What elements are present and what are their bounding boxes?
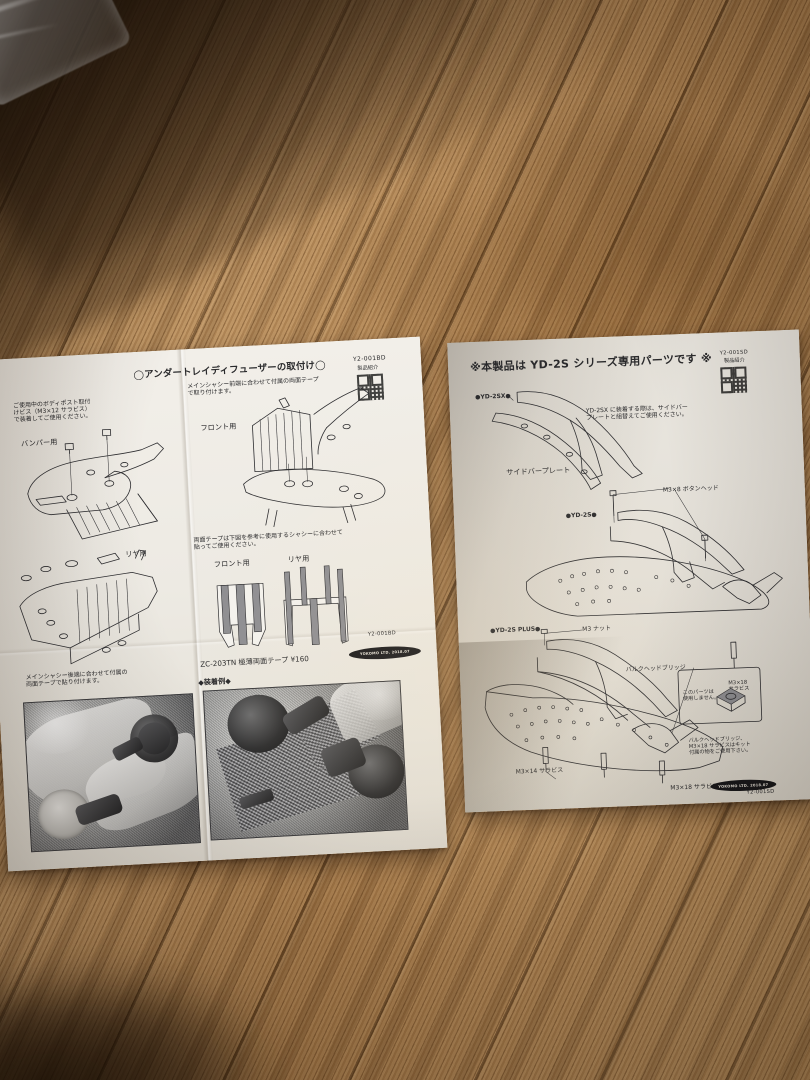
qr-code-icon[interactable] [720, 366, 748, 394]
tape-template-drawing [204, 560, 399, 660]
right-product-code: Y2-001SD [719, 349, 749, 357]
instruction-sheet-right[interactable]: ※本製品は YD-2S シリーズ専用パーツです ※ Y2-001SD 製品紹介 … [447, 329, 810, 813]
sidebar-plate-drawing [479, 380, 683, 498]
bottom-left-shadow-core [0, 1000, 300, 1080]
example-header: ◆装着例◆ [197, 676, 232, 687]
instruction-sheet-left[interactable]: ◯アンダートレイディフューザーの取付け◯ Y2-001BD 製品紹介 ご使用中の… [0, 336, 448, 872]
photo-front-diffuser-installed [23, 693, 201, 853]
rear-underbody-drawing [5, 545, 192, 685]
yd2s-plus-chassis-drawing [478, 620, 784, 791]
front-diffuser-assembly-drawing [232, 380, 399, 528]
yd2s-chassis-drawing [513, 480, 798, 621]
left-code-caption: 製品紹介 [357, 364, 379, 372]
tape-rear-label: リヤ用 [287, 553, 310, 564]
right-code-caption: 製品紹介 [723, 357, 745, 365]
bumper-diffuser-drawing [2, 407, 189, 547]
